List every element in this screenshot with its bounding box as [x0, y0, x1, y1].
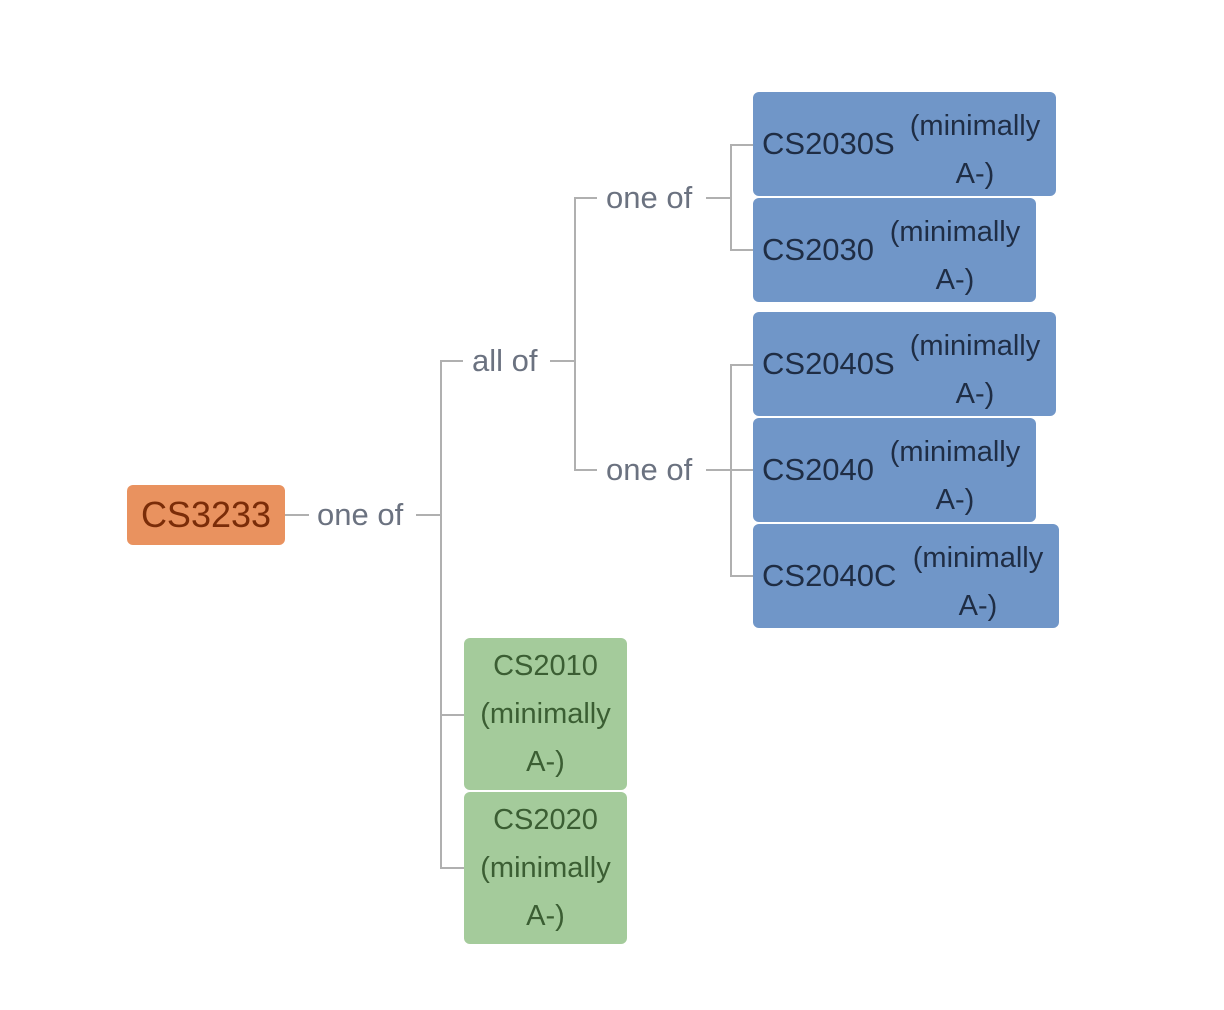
requirement-line-2: A-): [935, 264, 975, 296]
course-code: CS2040C: [762, 558, 897, 593]
requirement-line-1: (minimally: [480, 698, 611, 730]
requirement-line-2: A-): [935, 484, 975, 516]
course-node-cs2010[interactable]: CS2010 (minimally A-): [464, 638, 627, 790]
course-node-cs2020[interactable]: CS2020 (minimally A-): [464, 792, 627, 944]
course-node-cs2040s[interactable]: CS2040S (minimally A-): [753, 312, 1056, 416]
requirement-line-2: A-): [955, 378, 995, 410]
root-course-node[interactable]: CS3233: [127, 485, 285, 545]
course-node-cs2030[interactable]: CS2030 (minimally A-): [753, 198, 1036, 302]
requirement-line-1: (minimally: [909, 110, 1041, 142]
course-code: CS2020: [493, 804, 598, 836]
course-code: CS2040: [762, 452, 875, 487]
requirement-line-1: (minimally: [889, 436, 1021, 468]
requirement-line-1: (minimally: [889, 216, 1021, 248]
course-requirement: (minimally A-): [901, 322, 1049, 418]
requirement-line-2: A-): [526, 746, 565, 778]
course-node-cs2030s[interactable]: CS2030S (minimally A-): [753, 92, 1056, 196]
course-code: CS2040S: [762, 346, 895, 381]
requirement-line-1: (minimally: [912, 542, 1044, 574]
requirement-line-2: A-): [955, 158, 995, 190]
requirement-line-2: A-): [526, 900, 565, 932]
requirement-line-1: (minimally: [909, 330, 1041, 362]
course-requirement: (minimally A-): [881, 428, 1029, 524]
connector-all-of: all of: [472, 343, 538, 378]
course-requirement: (minimally A-): [881, 208, 1029, 304]
course-code: CS2030S: [762, 126, 895, 161]
course-node-cs2040[interactable]: CS2040 (minimally A-): [753, 418, 1036, 522]
course-code: CS2010: [493, 650, 598, 682]
root-course-code: CS3233: [140, 494, 272, 535]
course-requirement: (minimally A-): [901, 102, 1049, 198]
requirement-line-2: A-): [958, 590, 998, 622]
course-code: CS2030: [762, 232, 875, 267]
requirement-line-1: (minimally: [480, 852, 611, 884]
connector-one-of-top: one of: [317, 497, 404, 532]
course-node-cs2040c[interactable]: CS2040C (minimally A-): [753, 524, 1059, 628]
connector-one-of-cs2030: one of: [606, 180, 693, 215]
course-requirement: (minimally A-): [904, 534, 1052, 630]
connector-one-of-cs2040: one of: [606, 452, 693, 487]
